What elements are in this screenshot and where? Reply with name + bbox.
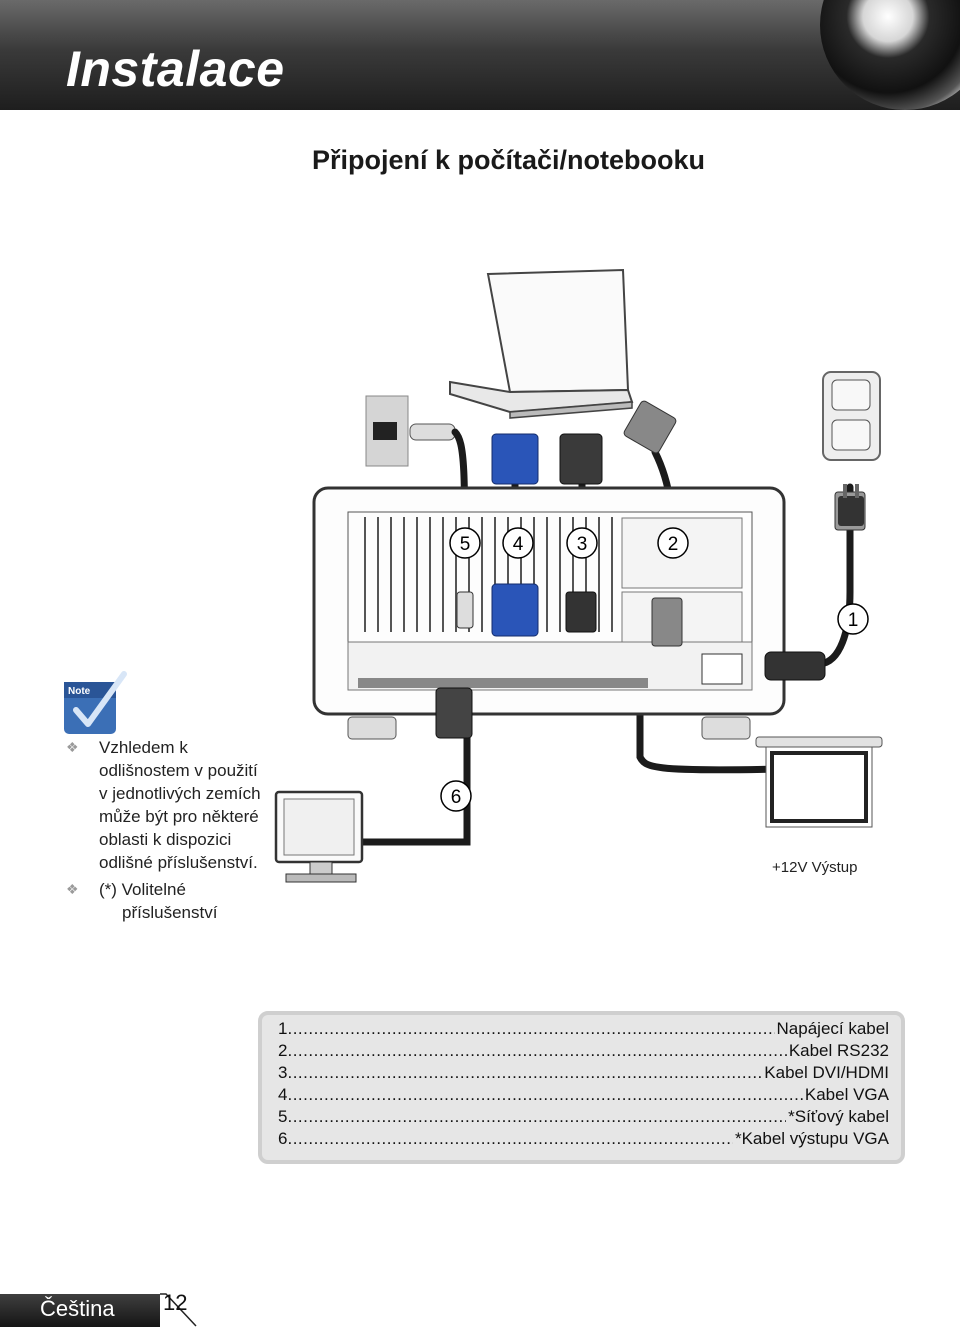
note-text: (*) Volitelné příslušenství [99,880,218,922]
note-text: Vzhledem k odlišnostem v použití v jedno… [99,738,261,872]
legend-label: Napájecí kabel [776,1019,889,1038]
leader-dots: ........................................… [287,1041,787,1060]
diamond-bullet-icon: ❖ [66,881,79,897]
legend-row: 2.......................................… [278,1041,889,1063]
svg-text:6: 6 [451,787,462,808]
legend-row: 4.......................................… [278,1085,889,1107]
callout-4: 4 [502,527,534,559]
leader-dots: ........................................… [287,1063,763,1082]
voltage-output-label: +12V Výstup [772,859,857,876]
projector-rear-panel [312,486,786,740]
callout-5: 5 [449,527,481,559]
section-title: Připojení k počítači/notebooku [311,145,706,175]
connection-diagram: 5 4 3 2 1 6 +12V Výstup [274,268,883,883]
legend-number: 3 [278,1063,288,1082]
footer-divider [160,1293,197,1327]
leader-dots: ........................................… [287,1019,775,1038]
legend-row: 3.......................................… [278,1063,889,1085]
leader-dots: ........................................… [287,1107,787,1126]
svg-text:5: 5 [460,534,471,555]
svg-text:3: 3 [577,534,588,555]
svg-text:Note: Note [68,686,91,697]
notes-list: ❖ Vzhledem k odlišnostem v použití v jed… [64,736,264,924]
legend-row: 5.......................................… [278,1107,889,1129]
cable-legend: 1.......................................… [258,1011,905,1164]
legend-number: 1 [278,1019,288,1038]
callout-6: 6 [440,780,472,812]
legend-label: *Kabel výstupu VGA [734,1129,889,1148]
monitor-illustration [274,790,364,883]
legend-label: Kabel DVI/HDMI [764,1063,889,1082]
legend-number: 6 [278,1129,288,1148]
diamond-bullet-icon: ❖ [66,739,79,755]
note-badge-icon: Note [64,671,127,734]
power-outlet-illustration [822,371,881,461]
footer-language: Čeština [40,1296,115,1321]
legend-number: 2 [278,1041,288,1060]
power-plug-illustration [838,484,864,526]
legend-label: *Síťový kabel [788,1107,889,1126]
page-number: 12 [163,1290,188,1315]
legend-number: 4 [278,1085,288,1104]
network-jack-illustration [365,395,456,467]
laptop-illustration [449,268,634,419]
note-item: ❖ Vzhledem k odlišnostem v použití v jed… [64,736,264,874]
legend-row: 1.......................................… [278,1019,889,1041]
leader-dots: ........................................… [287,1085,803,1104]
page-title: Instalace [66,41,285,97]
callout-1: 1 [837,603,869,635]
footer-language-bar [0,1294,160,1327]
legend-number: 5 [278,1107,288,1126]
svg-text:2: 2 [668,534,679,555]
lens-graphic [820,0,960,110]
svg-text:1: 1 [848,610,859,631]
legend-label: Kabel RS232 [788,1041,889,1060]
page-header: Instalace [0,0,960,110]
callout-3: 3 [566,527,598,559]
callout-2: 2 [657,527,689,559]
legend-label: Kabel VGA [804,1085,889,1104]
note-item: ❖ (*) Volitelné příslušenství [64,878,264,924]
projection-screen-illustration [755,736,883,828]
leader-dots: ........................................… [287,1129,733,1148]
legend-row: 6.......................................… [278,1129,889,1151]
svg-text:4: 4 [513,534,524,555]
